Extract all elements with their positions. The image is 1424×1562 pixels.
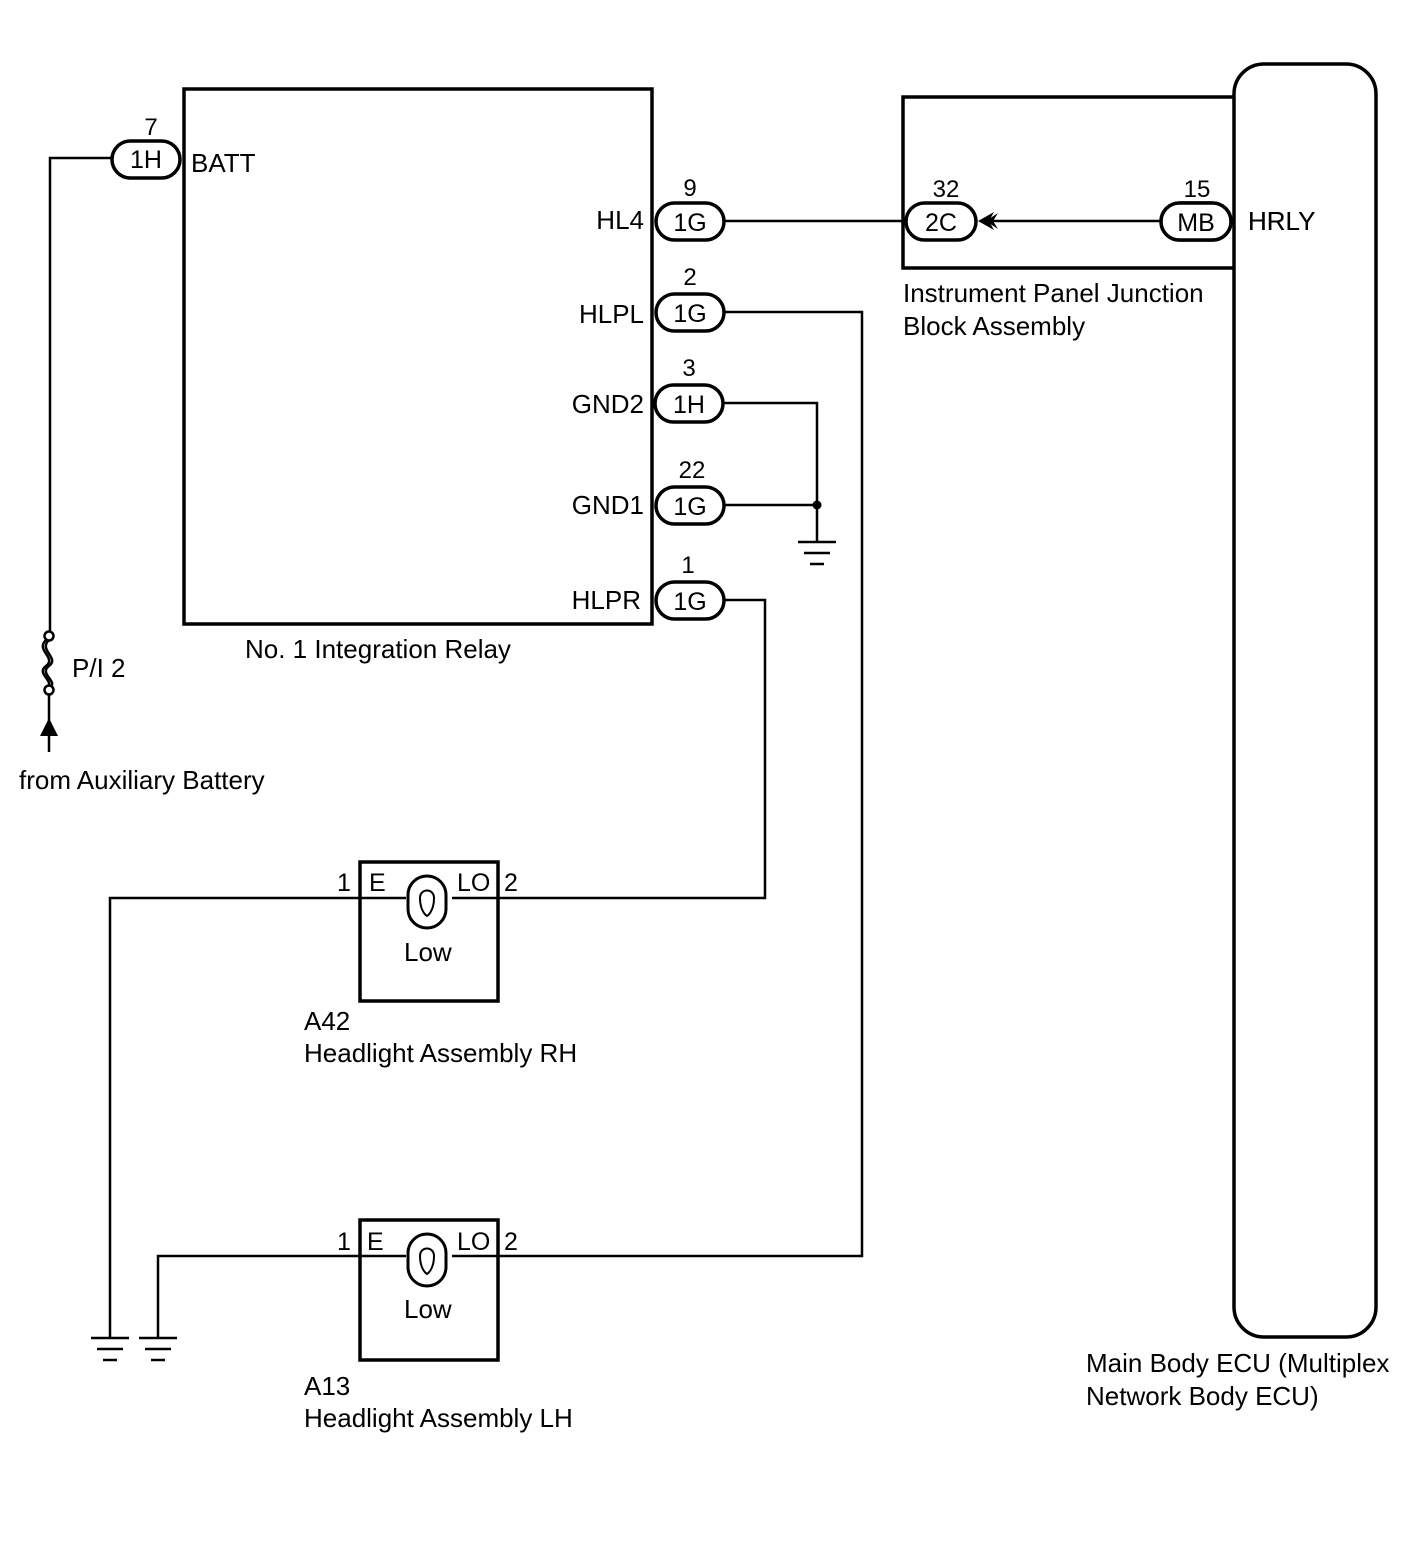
pin-number: 2: [683, 264, 696, 291]
pin-name: HRLY: [1248, 206, 1315, 236]
pin-lo-label: LO: [457, 1228, 490, 1256]
headlight-rh-code: A42: [304, 1006, 350, 1036]
pin-number: 32: [933, 176, 960, 203]
pin-hlpr: 1G 1 HLPR: [498, 552, 767, 900]
ground-icon: [798, 540, 836, 566]
connector-pill: [654, 292, 726, 333]
bulb-icon: [406, 1232, 448, 1288]
pin-number: 22: [679, 457, 706, 484]
wire-gnd2: [724, 401, 819, 505]
pin-name: BATT: [191, 148, 256, 178]
headlight-lh: 1 E LO 2 Low A13 Headlight Assembly LH: [156, 1218, 573, 1433]
arrow-left-icon-2: [986, 213, 998, 229]
pin-name: HL4: [596, 205, 644, 235]
headlight-lh-code: A13: [304, 1371, 350, 1401]
source-label: from Auxiliary Battery: [19, 765, 265, 795]
ecu-wall-gap: [1236, 196, 1246, 246]
junction-block-box: [901, 95, 1233, 270]
wire-hlpl-to-headlight-lh: [498, 310, 864, 1258]
connector-pill: [654, 201, 726, 242]
connector-pill: [110, 139, 182, 180]
connector-label: 1H: [130, 146, 162, 174]
connector-label: 1G: [673, 209, 706, 237]
integration-relay-label: No. 1 Integration Relay: [245, 634, 511, 664]
headlight-lh-box: [358, 1218, 500, 1362]
junction-block-label-line1: Instrument Panel Junction: [903, 278, 1204, 308]
connector-label-overlay: MB: [1177, 209, 1215, 237]
headlight-rh-box: [358, 860, 500, 1003]
ecu-box: [1232, 62, 1378, 1339]
pin-name-overlay: HRLY: [1248, 206, 1315, 236]
wire-headlight-lh-ground: [156, 1254, 360, 1337]
integration-relay: No. 1 Integration Relay: [182, 87, 654, 664]
pin-lo-number: 2: [504, 869, 518, 897]
battery-source: from Auxiliary Battery: [19, 695, 265, 795]
bulb-icon: [406, 874, 448, 930]
pin-lo-label: LO: [457, 869, 490, 897]
main-body-ecu: MB HRLY Main Body ECU (Multiplex Network…: [1086, 62, 1389, 1411]
ground-icon-lh: [139, 1336, 177, 1362]
wire-gnd1-to-ground: [724, 503, 819, 541]
fuse-icon: [44, 639, 54, 690]
pin-number: 15: [1184, 176, 1211, 203]
ecu-label-line2: Network Body ECU): [1086, 1381, 1319, 1411]
pin-hl4: 1G 9 HL4: [596, 175, 906, 242]
integration-relay-box: [182, 87, 654, 626]
wire-batt-to-fuse: [48, 156, 112, 633]
pin-e-label: E: [367, 1228, 384, 1256]
headlight-lh-name: Headlight Assembly LH: [304, 1403, 573, 1433]
pin-hlpl: 1G 2 HLPL: [498, 264, 864, 1258]
wire-hlpr-to-headlight-rh: [498, 598, 767, 900]
connector-pill: [654, 485, 726, 526]
connector-label: 1G: [673, 588, 706, 616]
connector-label: 1G: [673, 493, 706, 521]
pin-batt: 1H 7 BATT: [48, 114, 256, 633]
pin-number: 3: [682, 355, 695, 382]
bulb-label: Low: [404, 1294, 452, 1324]
ground-icon-rh: [91, 1336, 129, 1362]
bulb-label: Low: [404, 937, 452, 967]
pin-lo-number: 2: [504, 1228, 518, 1256]
ecu-label-line1: Main Body ECU (Multiplex: [1086, 1348, 1389, 1378]
junction-pin-32: 2C 32: [904, 176, 978, 242]
fuse-p-i-2: P/I 2: [41, 630, 125, 696]
pin-number: 7: [144, 114, 157, 141]
headlight-rh-name: Headlight Assembly RH: [304, 1038, 577, 1068]
connector-pill: [654, 580, 726, 621]
fuse-terminal-top: [43, 630, 55, 642]
connector-label: 1G: [673, 300, 706, 328]
pin-name: GND2: [572, 389, 644, 419]
splice-point: [812, 500, 822, 510]
headlight-rh: 1 E LO 2 Low A42 Headlight Assembly RH: [108, 860, 577, 1337]
connector-pill-overlay: [1159, 201, 1233, 242]
fuse-icon-inner: [41, 639, 51, 690]
pin-name: GND1: [572, 490, 644, 520]
pin-number: 9: [683, 175, 696, 202]
pin-gnd1: 1G 22 GND1: [572, 457, 822, 541]
connector-pill: [653, 383, 725, 424]
connector-label: 2C: [925, 209, 957, 237]
pin-name: HLPR: [572, 585, 641, 615]
connector-label: 1H: [673, 391, 705, 419]
fuse-terminal-bottom: [43, 684, 55, 696]
junction-block-label-line2: Block Assembly: [903, 311, 1085, 341]
fuse-label: P/I 2: [72, 653, 125, 683]
pin-e-label: E: [369, 869, 386, 897]
pin-e-number: 1: [337, 869, 351, 897]
wire-headlight-rh-ground: [108, 896, 360, 1337]
connector-pill: [904, 201, 978, 242]
pin-name: HLPL: [579, 299, 644, 329]
pin-e-number: 1: [337, 1228, 351, 1256]
pin-gnd2: 1H 3 GND2: [572, 355, 819, 505]
arrow-up-icon: [40, 718, 58, 736]
pin-number: 1: [681, 552, 694, 579]
